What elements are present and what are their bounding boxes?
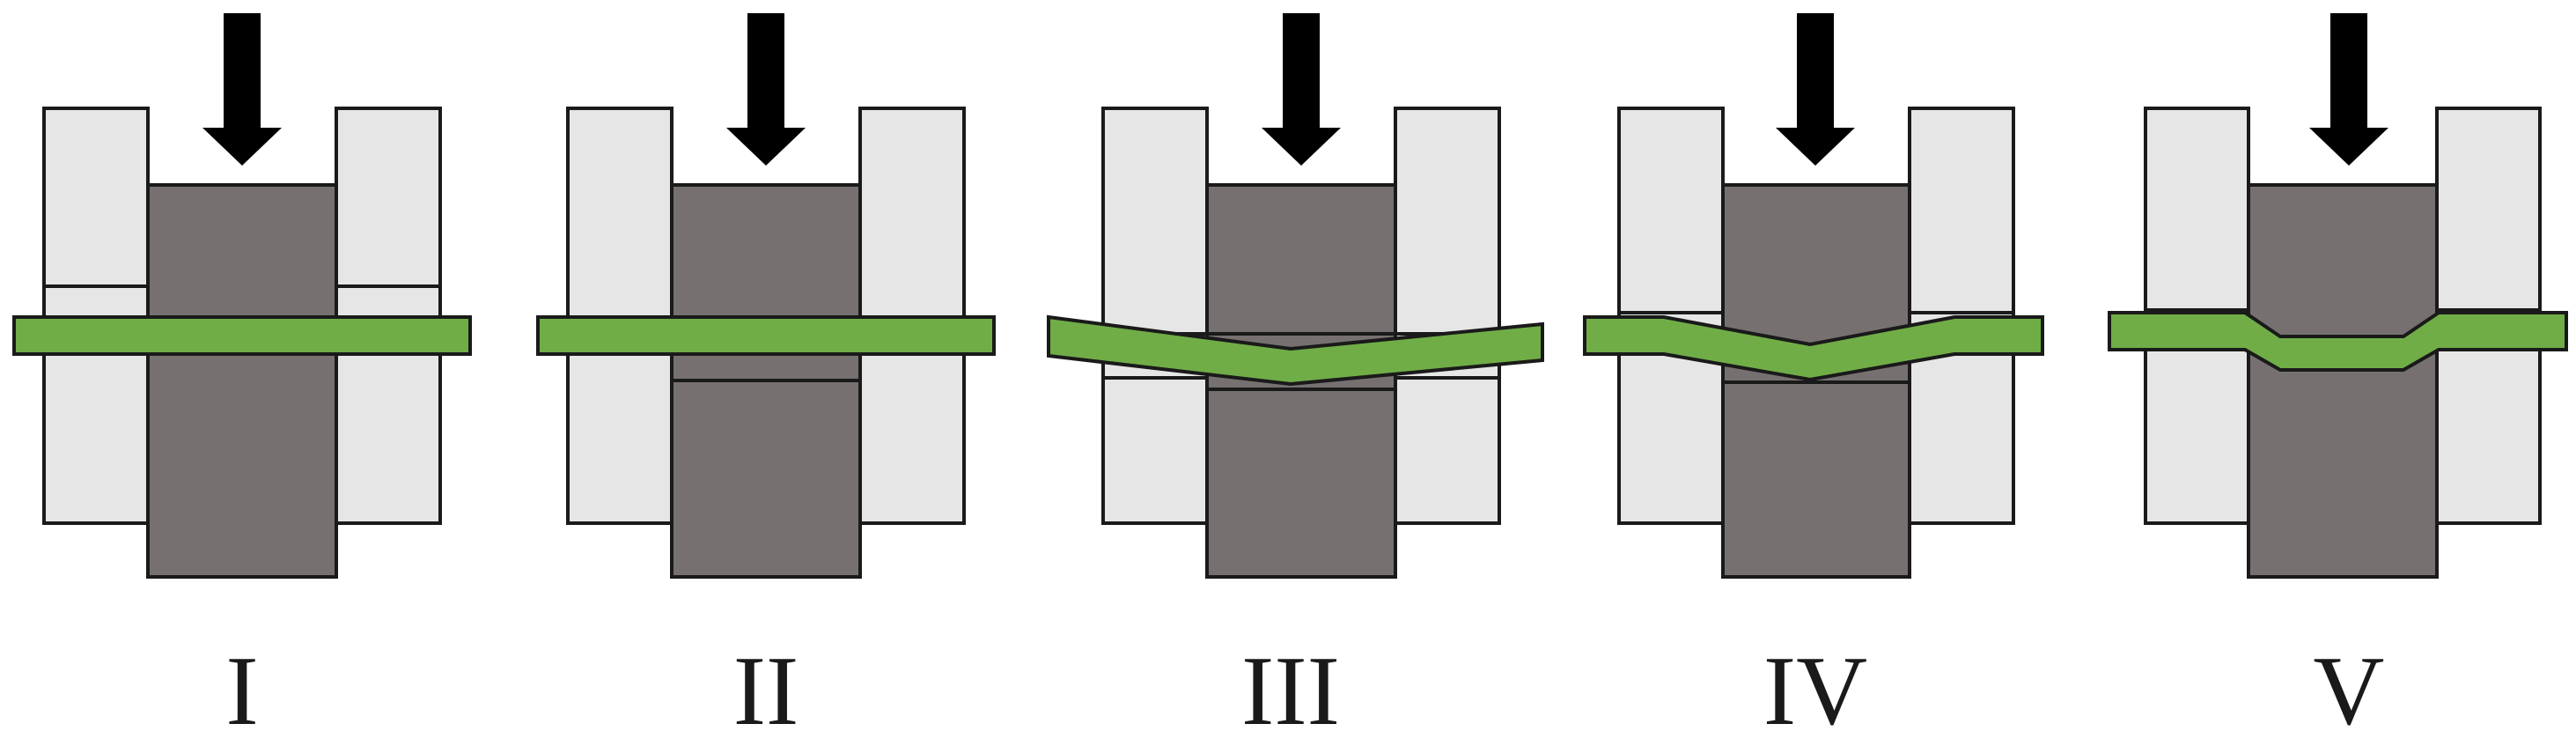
punch [2247, 183, 2439, 579]
sheet [536, 315, 996, 356]
down-arrow-icon [202, 13, 282, 166]
stage-2: II [536, 13, 996, 746]
stage-label: I [225, 637, 258, 746]
stage-5: V [2108, 13, 2568, 746]
down-arrow-icon [726, 13, 806, 166]
sheet [1583, 315, 2044, 382]
sheet [2108, 311, 2568, 372]
stage-label: II [733, 637, 799, 746]
left-die [1101, 107, 1209, 525]
sheet [1047, 314, 1544, 387]
sheet [12, 315, 472, 356]
stage-label: III [1241, 637, 1340, 746]
stage-3: III [1047, 13, 1544, 746]
down-arrow-icon [2309, 13, 2388, 166]
stage-1: I [12, 13, 472, 746]
punch [146, 183, 338, 579]
right-die [1394, 107, 1501, 525]
stage-label: IV [1763, 637, 1867, 746]
stage-label: V [2314, 637, 2385, 746]
down-arrow-icon [1262, 13, 1341, 166]
stage-4: IV [1583, 13, 2044, 746]
down-arrow-icon [1776, 13, 1855, 166]
